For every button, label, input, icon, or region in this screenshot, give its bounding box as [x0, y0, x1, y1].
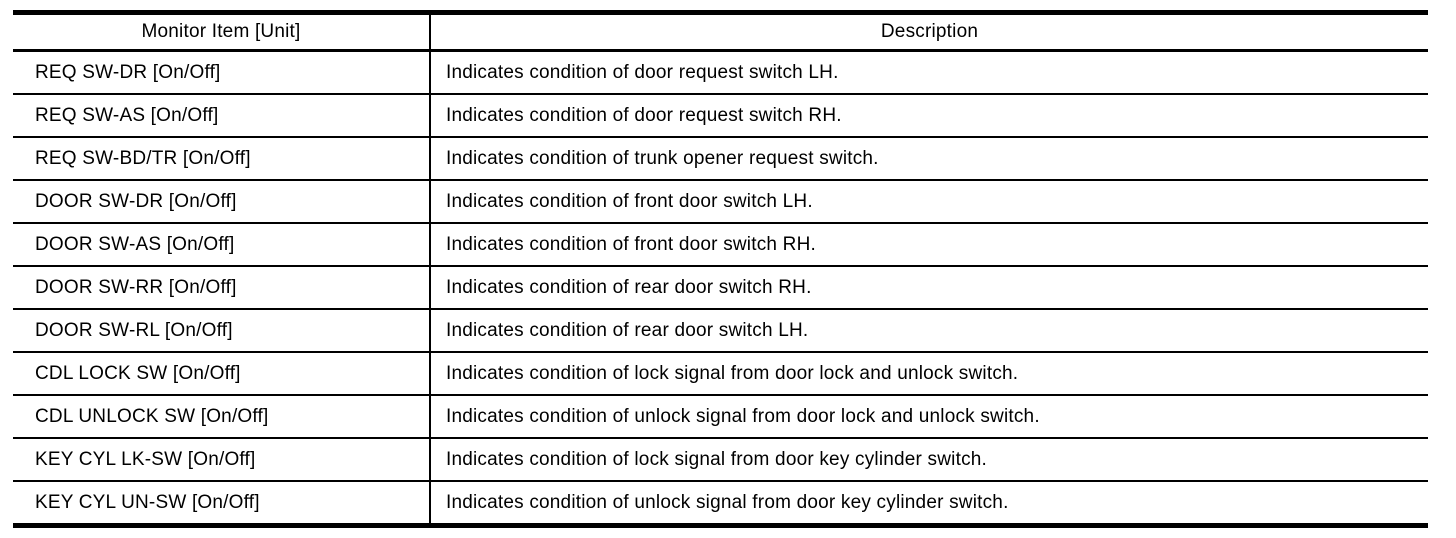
monitor-item-cell: KEY CYL LK-SW [On/Off] — [13, 438, 431, 482]
table-row: KEY CYL LK-SW [On/Off] Indicates conditi… — [13, 438, 1428, 482]
monitor-item-cell: KEY CYL UN-SW [On/Off] — [13, 481, 431, 526]
table-row: DOOR SW-AS [On/Off] Indicates condition … — [13, 223, 1428, 267]
table-row: REQ SW-BD/TR [On/Off] Indicates conditio… — [13, 137, 1428, 181]
monitor-item-cell: REQ SW-AS [On/Off] — [13, 94, 431, 138]
table-row: DOOR SW-RL [On/Off] Indicates condition … — [13, 309, 1428, 353]
monitor-item-cell: REQ SW-DR [On/Off] — [13, 50, 431, 95]
description-cell: Indicates condition of door request swit… — [430, 50, 1428, 95]
monitor-item-cell: DOOR SW-AS [On/Off] — [13, 223, 431, 267]
description-cell: Indicates condition of trunk opener requ… — [430, 137, 1428, 181]
monitor-item-cell: DOOR SW-RR [On/Off] — [13, 266, 431, 310]
monitor-item-cell: CDL UNLOCK SW [On/Off] — [13, 395, 431, 439]
description-cell: Indicates condition of rear door switch … — [430, 266, 1428, 310]
monitor-item-cell: DOOR SW-RL [On/Off] — [13, 309, 431, 353]
description-cell: Indicates condition of lock signal from … — [430, 352, 1428, 396]
table-row: CDL LOCK SW [On/Off] Indicates condition… — [13, 352, 1428, 396]
monitor-item-table: Monitor Item [Unit] Description REQ SW-D… — [13, 10, 1428, 528]
description-cell: Indicates condition of unlock signal fro… — [446, 491, 1009, 513]
table-header-row: Monitor Item [Unit] Description — [13, 12, 1428, 52]
description-cell: Indicates condition of unlock signal fro… — [430, 395, 1428, 439]
table-row: REQ SW-AS [On/Off] Indicates condition o… — [13, 94, 1428, 138]
table-row: REQ SW-DR [On/Off] Indicates condition o… — [13, 50, 1428, 95]
description-cell: Indicates condition of front door switch… — [430, 223, 1428, 267]
table-row: CDL UNLOCK SW [On/Off] Indicates conditi… — [13, 395, 1428, 439]
table-row: DOOR SW-DR [On/Off] Indicates condition … — [13, 180, 1428, 224]
monitor-item-cell: CDL LOCK SW [On/Off] — [13, 352, 431, 396]
monitor-item-cell: DOOR SW-DR [On/Off] — [13, 180, 431, 224]
description-cell: Indicates condition of front door switch… — [430, 180, 1428, 224]
table-row: DOOR SW-RR [On/Off] Indicates condition … — [13, 266, 1428, 310]
monitor-item-cell: REQ SW-BD/TR [On/Off] — [13, 137, 431, 181]
column-header-monitor-item: Monitor Item [Unit] — [13, 12, 431, 52]
description-cell: Indicates condition of lock signal from … — [430, 438, 1428, 482]
description-cell: Indicates condition of rear door switch … — [430, 309, 1428, 353]
column-header-description: Description — [430, 12, 1428, 52]
description-cell: Indicates condition of door request swit… — [430, 94, 1428, 138]
table-row: KEY CYL UN-SW [On/Off] Indicates conditi… — [13, 481, 1428, 526]
